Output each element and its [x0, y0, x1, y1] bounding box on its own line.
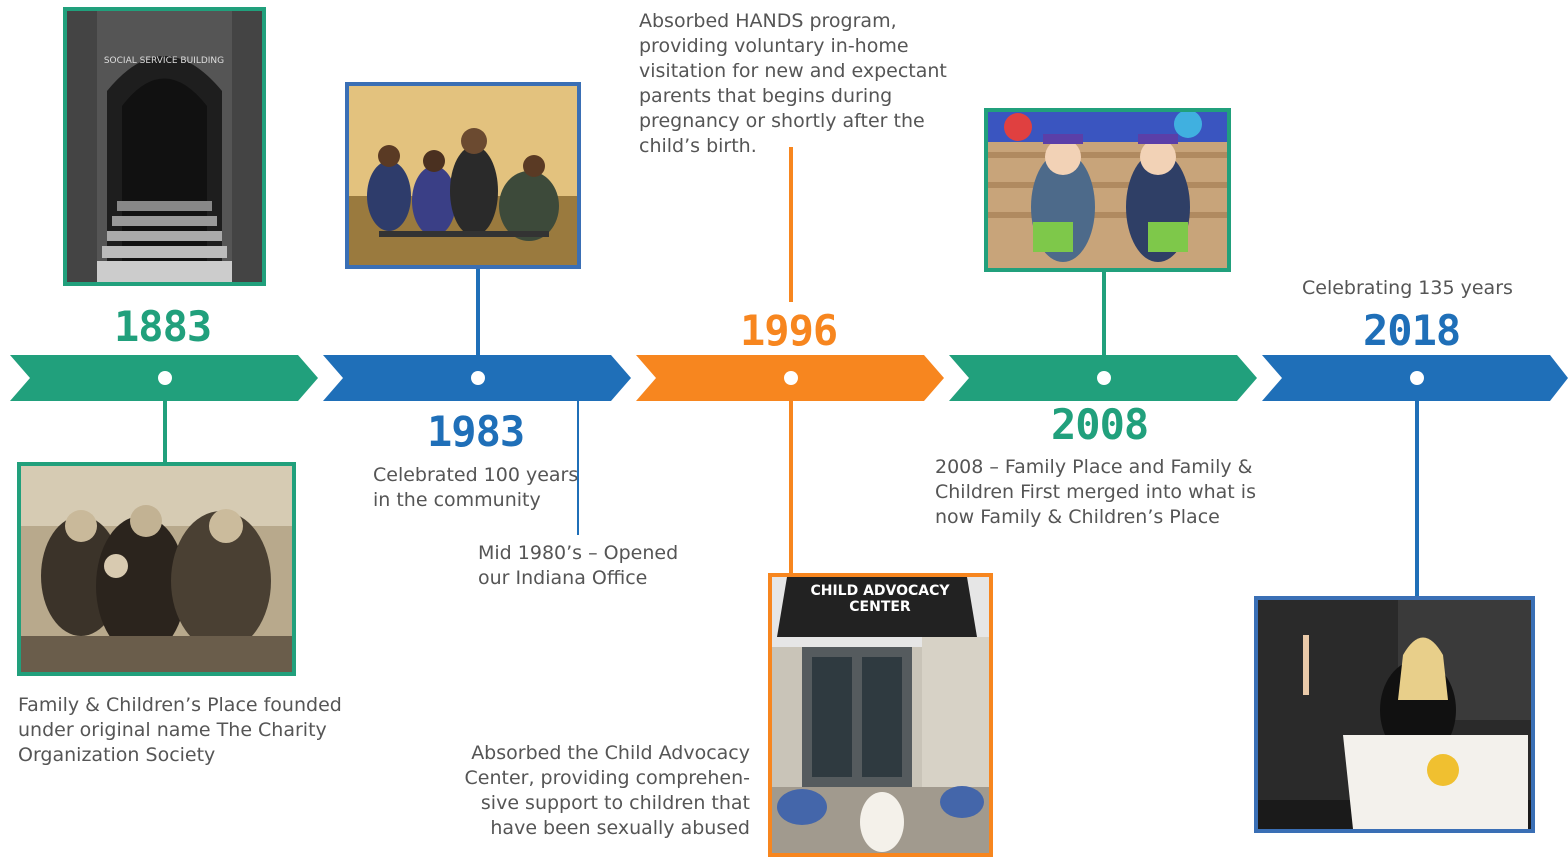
caption-1996-hands: Absorbed HANDS program, providing volunt… — [639, 10, 947, 157]
photo-social-service-building: SOCIAL SERVICE BUILDING — [63, 7, 266, 286]
timeline-dot-2008 — [1097, 371, 1111, 385]
timeline-dot-1983 — [471, 371, 485, 385]
timeline-dot-2018 — [1410, 371, 1424, 385]
caption-1983: Celebrated 100 years in the community — [373, 464, 579, 511]
connector-1996-down — [789, 390, 793, 573]
connector-1983-up — [476, 267, 480, 364]
connector-1883-down — [163, 390, 167, 463]
year-label-1996: 1996 — [740, 306, 838, 355]
photo-2018-speaker — [1254, 596, 1535, 833]
photo-1983-youth-activity — [345, 82, 581, 269]
photo-child-advocacy-center: CHILD ADVOCACY CENTER — [768, 573, 993, 857]
caption-2018: Celebrating 135 years — [1302, 277, 1513, 299]
sign-cac-line2: CENTER — [849, 599, 911, 615]
timeline-dot-1996 — [784, 371, 798, 385]
photo-charity-organization-group — [17, 462, 296, 676]
caption-mid-1980s: Mid 1980’s – Opened our Indiana Office — [478, 542, 679, 589]
year-label-1883: 1883 — [114, 302, 212, 351]
year-label-2018: 2018 — [1363, 306, 1461, 355]
year-label-2008: 2008 — [1051, 400, 1149, 449]
photo-2008-graduates — [984, 108, 1231, 272]
sign-social-service: SOCIAL SERVICE BUILDING — [104, 56, 224, 66]
year-label-1983: 1983 — [427, 407, 525, 456]
connector-1996-up — [789, 147, 793, 302]
timeline-arrow-bar — [10, 355, 1568, 401]
connector-2018-down — [1415, 390, 1419, 596]
connector-2008-up — [1102, 270, 1106, 364]
caption-1996-cac: Absorbed the Child Advocacy Center, prov… — [464, 742, 750, 839]
timeline-dot-1883 — [158, 371, 172, 385]
connector-1980s-down — [577, 385, 579, 535]
caption-2008: 2008 – Family Place and Family & Childre… — [935, 456, 1256, 528]
sign-cac-line1: CHILD ADVOCACY — [810, 583, 950, 599]
caption-1883: Family & Children’s Place founded under … — [18, 694, 342, 766]
